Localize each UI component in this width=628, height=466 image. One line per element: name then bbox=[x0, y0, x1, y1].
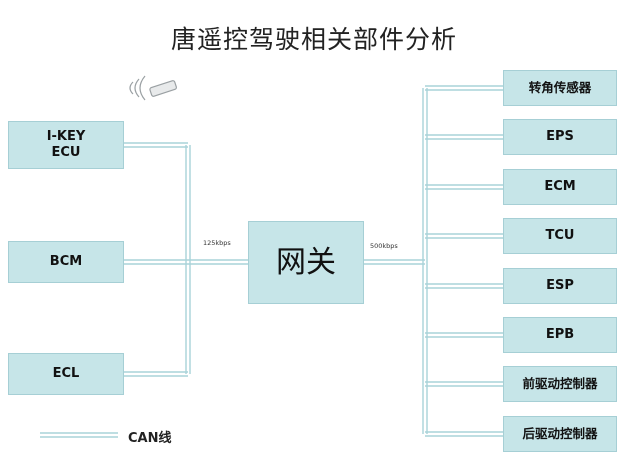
diagram-title: 唐遥控驾驶相关部件分析 bbox=[170, 25, 457, 54]
speed-label-left: 125kbps bbox=[203, 239, 231, 247]
legend-label: CAN线 bbox=[128, 431, 172, 446]
wireless-key-icon bbox=[129, 75, 177, 101]
node-epb: EPB bbox=[503, 317, 617, 353]
node-front-drive-controller: 前驱动控制器 bbox=[503, 366, 617, 402]
node-i-key-ecu: I-KEY ECU bbox=[8, 121, 124, 169]
node-esp: ESP bbox=[503, 268, 617, 304]
node-ecl: ECL bbox=[8, 353, 124, 395]
node-rear-drive-controller: 后驱动控制器 bbox=[503, 416, 617, 452]
node-ecm: ECM bbox=[503, 169, 617, 205]
gateway-node: 网关 bbox=[248, 221, 364, 304]
node-eps: EPS bbox=[503, 119, 617, 155]
node-tcu: TCU bbox=[503, 218, 617, 254]
node-bcm: BCM bbox=[8, 241, 124, 283]
speed-label-right: 500kbps bbox=[370, 242, 398, 250]
node-steering-angle-sensor: 转角传感器 bbox=[503, 70, 617, 106]
